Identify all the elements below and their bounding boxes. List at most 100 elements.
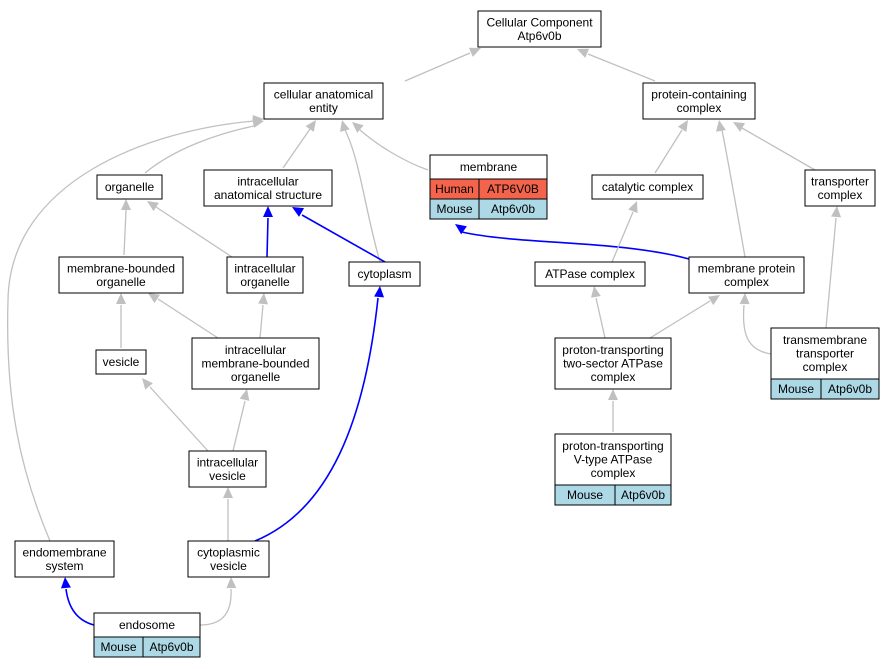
node-label-line: cytoplasmic — [197, 545, 260, 559]
node-label-line: vesicle — [103, 355, 140, 369]
node-box — [93, 612, 201, 638]
node-box — [804, 169, 876, 207]
edge-17 — [157, 298, 219, 339]
edge-arrowhead-1 — [577, 48, 590, 58]
gene-cell — [614, 484, 672, 506]
edge-arrowhead-11 — [147, 201, 159, 212]
node-atpase[interactable]: ATPase complex — [534, 261, 646, 287]
edge-arrowhead-0 — [468, 47, 481, 57]
node-box — [429, 154, 548, 180]
node-box — [770, 327, 880, 380]
edge-4 — [359, 129, 429, 171]
gene-label: Atp6v0b — [149, 640, 193, 654]
node-label-line: organelle — [105, 180, 155, 194]
node-box — [348, 261, 421, 287]
edge-8 — [721, 129, 746, 258]
node-label-line: entity — [309, 101, 338, 115]
node-box — [554, 433, 672, 486]
node-label-line: complex — [591, 370, 636, 384]
node-label-line: catalytic complex — [602, 180, 693, 194]
edge-15 — [611, 211, 634, 263]
edge-9 — [741, 127, 816, 171]
species-label: Mouse — [778, 382, 814, 396]
node-label-line: proton-transporting — [562, 343, 663, 357]
node-cytoplasm[interactable]: cytoplasm — [348, 261, 421, 287]
node-box — [203, 169, 333, 207]
gene-cell — [142, 636, 201, 658]
node-catalytic[interactable]: catalytic complex — [591, 174, 704, 200]
edge-18 — [259, 304, 264, 339]
node-box — [263, 82, 384, 120]
node-label-line: membrane — [460, 160, 518, 174]
node-label-line: two-sector ATPase — [563, 357, 663, 371]
node-label-line: intracellular — [237, 174, 298, 188]
node-label-line: organelle — [240, 275, 290, 289]
node-label-line: vesicle — [209, 469, 246, 483]
node-label-line: membrane-bounded — [67, 261, 175, 275]
node-label-line: complex — [803, 360, 848, 374]
node-box — [554, 337, 672, 390]
node-organelle[interactable]: organelle — [96, 174, 163, 200]
node-label-line: organelle — [96, 275, 146, 289]
node-label-line: anatomical structure — [214, 188, 322, 202]
edge-arrowhead-24 — [239, 389, 250, 401]
node-vesicle[interactable]: vesicle — [95, 349, 147, 375]
node-label-line: endosome — [119, 618, 175, 632]
node-label-line: Atp6v0b — [517, 29, 561, 43]
edge-arrowhead-19 — [590, 286, 601, 298]
node-box — [477, 10, 602, 48]
edge-6 — [6, 120, 255, 542]
species-label: Mouse — [436, 202, 472, 216]
node-box — [642, 82, 756, 120]
edge-arrowhead-15 — [628, 201, 638, 214]
node-label-line: intracellular — [197, 455, 258, 469]
node-box — [226, 256, 304, 294]
node-label-line: system — [45, 559, 83, 573]
edge-arrowhead-9 — [733, 122, 746, 132]
edge-10 — [123, 209, 127, 256]
edge-3 — [282, 128, 311, 169]
edge-14 — [461, 231, 690, 260]
node-label-line: complex — [591, 466, 636, 480]
edge-arrowhead-26 — [223, 487, 233, 498]
node-box — [187, 540, 270, 578]
node-label-line: complex — [724, 275, 769, 289]
node-box — [188, 450, 267, 488]
edge-arrowhead-28 — [60, 577, 71, 589]
node-box — [591, 174, 704, 200]
node-label-line: intracellular — [225, 343, 286, 357]
node-label-line: intracellular — [234, 261, 295, 275]
gene-label: Atp6v0b — [491, 202, 535, 216]
edge-arrowhead-27 — [374, 286, 385, 298]
edge-arrowhead-16 — [116, 293, 126, 304]
edge-arrowhead-21 — [739, 293, 750, 305]
node-label-line: Cellular Component — [486, 15, 593, 29]
edge-1 — [587, 53, 656, 82]
node-box — [534, 261, 646, 287]
edge-arrowhead-3 — [305, 120, 316, 132]
node-box — [191, 337, 320, 390]
node-label-line: organelle — [231, 370, 281, 384]
edge-11 — [155, 206, 233, 258]
node-label-line: cellular anatomical — [274, 87, 373, 101]
node-box — [95, 349, 147, 375]
